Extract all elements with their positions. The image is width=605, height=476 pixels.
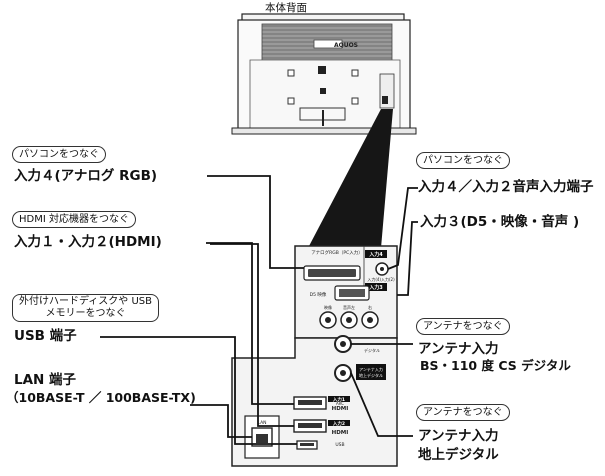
zoom-connector [308, 109, 393, 248]
label-input1-2-hdmi: 入力１・入力２(HDMI) [14, 234, 162, 250]
label-lan: LAN 端子 [14, 372, 77, 388]
panel-arc-text: ARC [336, 401, 344, 406]
panel-d5-text: D5 映像 [310, 291, 327, 298]
panel-bs-text: デジタル [364, 347, 380, 353]
panel-lan-text: LAN [257, 420, 266, 426]
tag-hdmi-left: HDMI 対応機器をつなぐ [12, 211, 136, 228]
label-antenna-terrestrial: アンテナ入力 [418, 428, 499, 444]
panel-av-left: 音声左 [343, 304, 355, 310]
panel-usb-text: USB [335, 442, 344, 448]
panel-input3-text: 入力3 [369, 284, 383, 291]
panel-rgb-text: アナログRGB（PC入力） [311, 249, 362, 256]
panel-av-video: 映像 [324, 304, 332, 310]
panel-input4-text: 入力4 [369, 251, 383, 258]
label-input3: 入力３(D5・映像・音声 ) [420, 214, 580, 230]
label-input4-audio: 入力４／入力２音声入力端子 [418, 179, 594, 195]
panel-audio-text: 入力(4)入力(2) [367, 276, 395, 282]
panel-hdmi1-label: 入力1 [332, 396, 345, 403]
lower-port-panel [231, 335, 398, 467]
label-antenna-terrestrial-sub: 地上デジタル [418, 447, 499, 463]
upper-port-panel [294, 245, 398, 339]
label-antenna-bs: アンテナ入力 [418, 341, 499, 357]
panel-hdmi1-text: HDMI [332, 406, 349, 412]
panel-ant-sub: 地上デジタル [359, 372, 383, 378]
panel-av-right: 右 [368, 304, 372, 310]
panel-ant-text: アンテナ入力 [359, 366, 383, 372]
tag-pc-right: パソコンをつなぐ [416, 152, 510, 169]
panel-hdmi2-label: 入力2 [332, 420, 345, 427]
label-input4-rgb: 入力４(アナログ RGB) [14, 168, 158, 184]
leader-lines [100, 175, 418, 445]
label-antenna-bs-sub: BS・110 度 CS デジタル [420, 358, 571, 373]
tag-antenna-terrestrial: アンテナをつなぐ [416, 404, 510, 421]
tag-pc-left: パソコンをつなぐ [12, 146, 106, 163]
page-title: 本体背面 [265, 2, 307, 14]
tag-antenna-bs: アンテナをつなぐ [416, 318, 510, 335]
label-lan-spec: （10BASE-T ／ 100BASE-TX) [6, 390, 196, 405]
label-usb: USB 端子 [14, 328, 77, 344]
panel-hdmi2-text: HDMI [332, 430, 349, 436]
tag-usb-left: 外付けハードディスクや USB メモリーをつなぐ [12, 294, 160, 322]
tv-logo: AQUOS [334, 42, 358, 49]
